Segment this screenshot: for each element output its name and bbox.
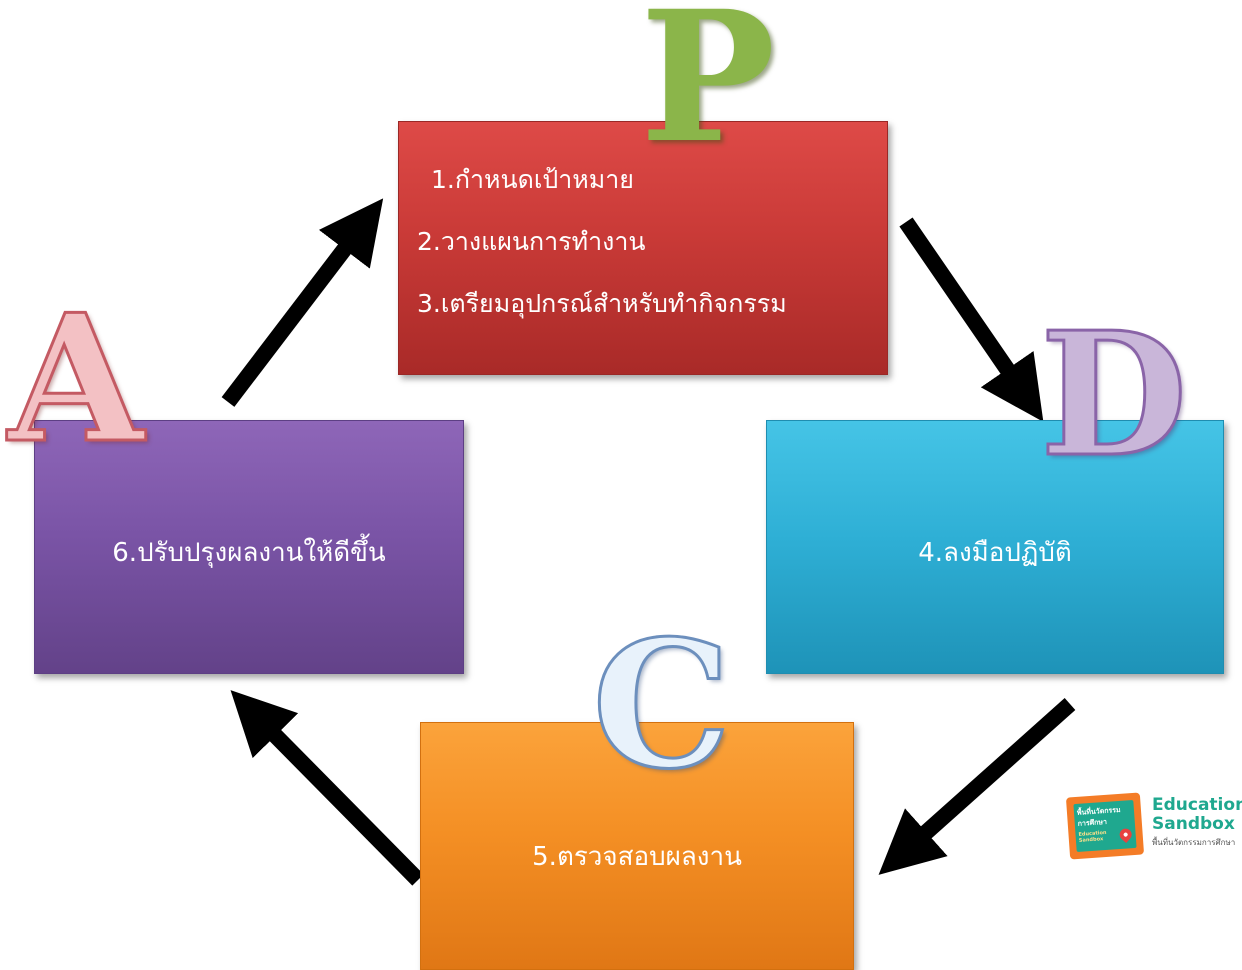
plan-steps-list: 1.กำหนดเป้าหมาย 2.วางแผนการทำงาน 3.เตรีย… <box>417 164 787 350</box>
plan-step-3: 3.เตรียมอุปกรณ์สำหรับทำกิจกรรม <box>417 289 787 318</box>
do-step-label: 4.ลงมือปฏิบัติ <box>918 538 1072 568</box>
arrow-plan-to-do <box>899 217 1044 422</box>
logo-title-line2: Sandbox <box>1152 814 1235 834</box>
act-box: 6.ปรับปรุงผลงานให้ดีขึ้น <box>34 420 464 674</box>
act-letter: A <box>7 277 146 482</box>
arrow-act-to-plan <box>221 198 384 407</box>
logo-badge-line2: การศึกษา <box>1077 817 1108 828</box>
plan-box: 1.กำหนดเป้าหมาย 2.วางแผนการทำงาน 3.เตรีย… <box>398 121 888 375</box>
do-letter: D <box>1038 295 1188 495</box>
map-pin-icon <box>1117 826 1135 844</box>
education-sandbox-logo: พื้นที่นวัตกรรม การศึกษา Education Sandb… <box>1065 792 1242 862</box>
check-step-label: 5.ตรวจสอบผลงาน <box>532 842 742 872</box>
act-step-label: 6.ปรับปรุงผลงานให้ดีขึ้น <box>112 538 386 568</box>
logo-subtitle: พื้นที่นวัตกรรมการศึกษา <box>1152 838 1236 847</box>
logo-badge: พื้นที่นวัตกรรม การศึกษา Education Sandb… <box>1065 792 1145 860</box>
check-letter: C <box>590 603 732 808</box>
arrow-check-to-act <box>230 690 424 886</box>
do-box: 4.ลงมือปฏิบัติ <box>766 420 1224 674</box>
logo-badge-line3: Education Sandbox <box>1078 829 1107 844</box>
plan-step-1: 1.กำหนดเป้าหมาย <box>431 165 634 194</box>
plan-step-2: 2.วางแผนการทำงาน <box>417 227 646 256</box>
plan-letter: P <box>640 0 776 183</box>
check-box: 5.ตรวจสอบผลงาน <box>420 722 854 970</box>
arrow-do-to-check <box>878 698 1076 875</box>
logo-title-line1: Education <box>1152 795 1242 815</box>
logo-badge-inner: พื้นที่นวัตกรรม การศึกษา Education Sandb… <box>1073 799 1137 853</box>
